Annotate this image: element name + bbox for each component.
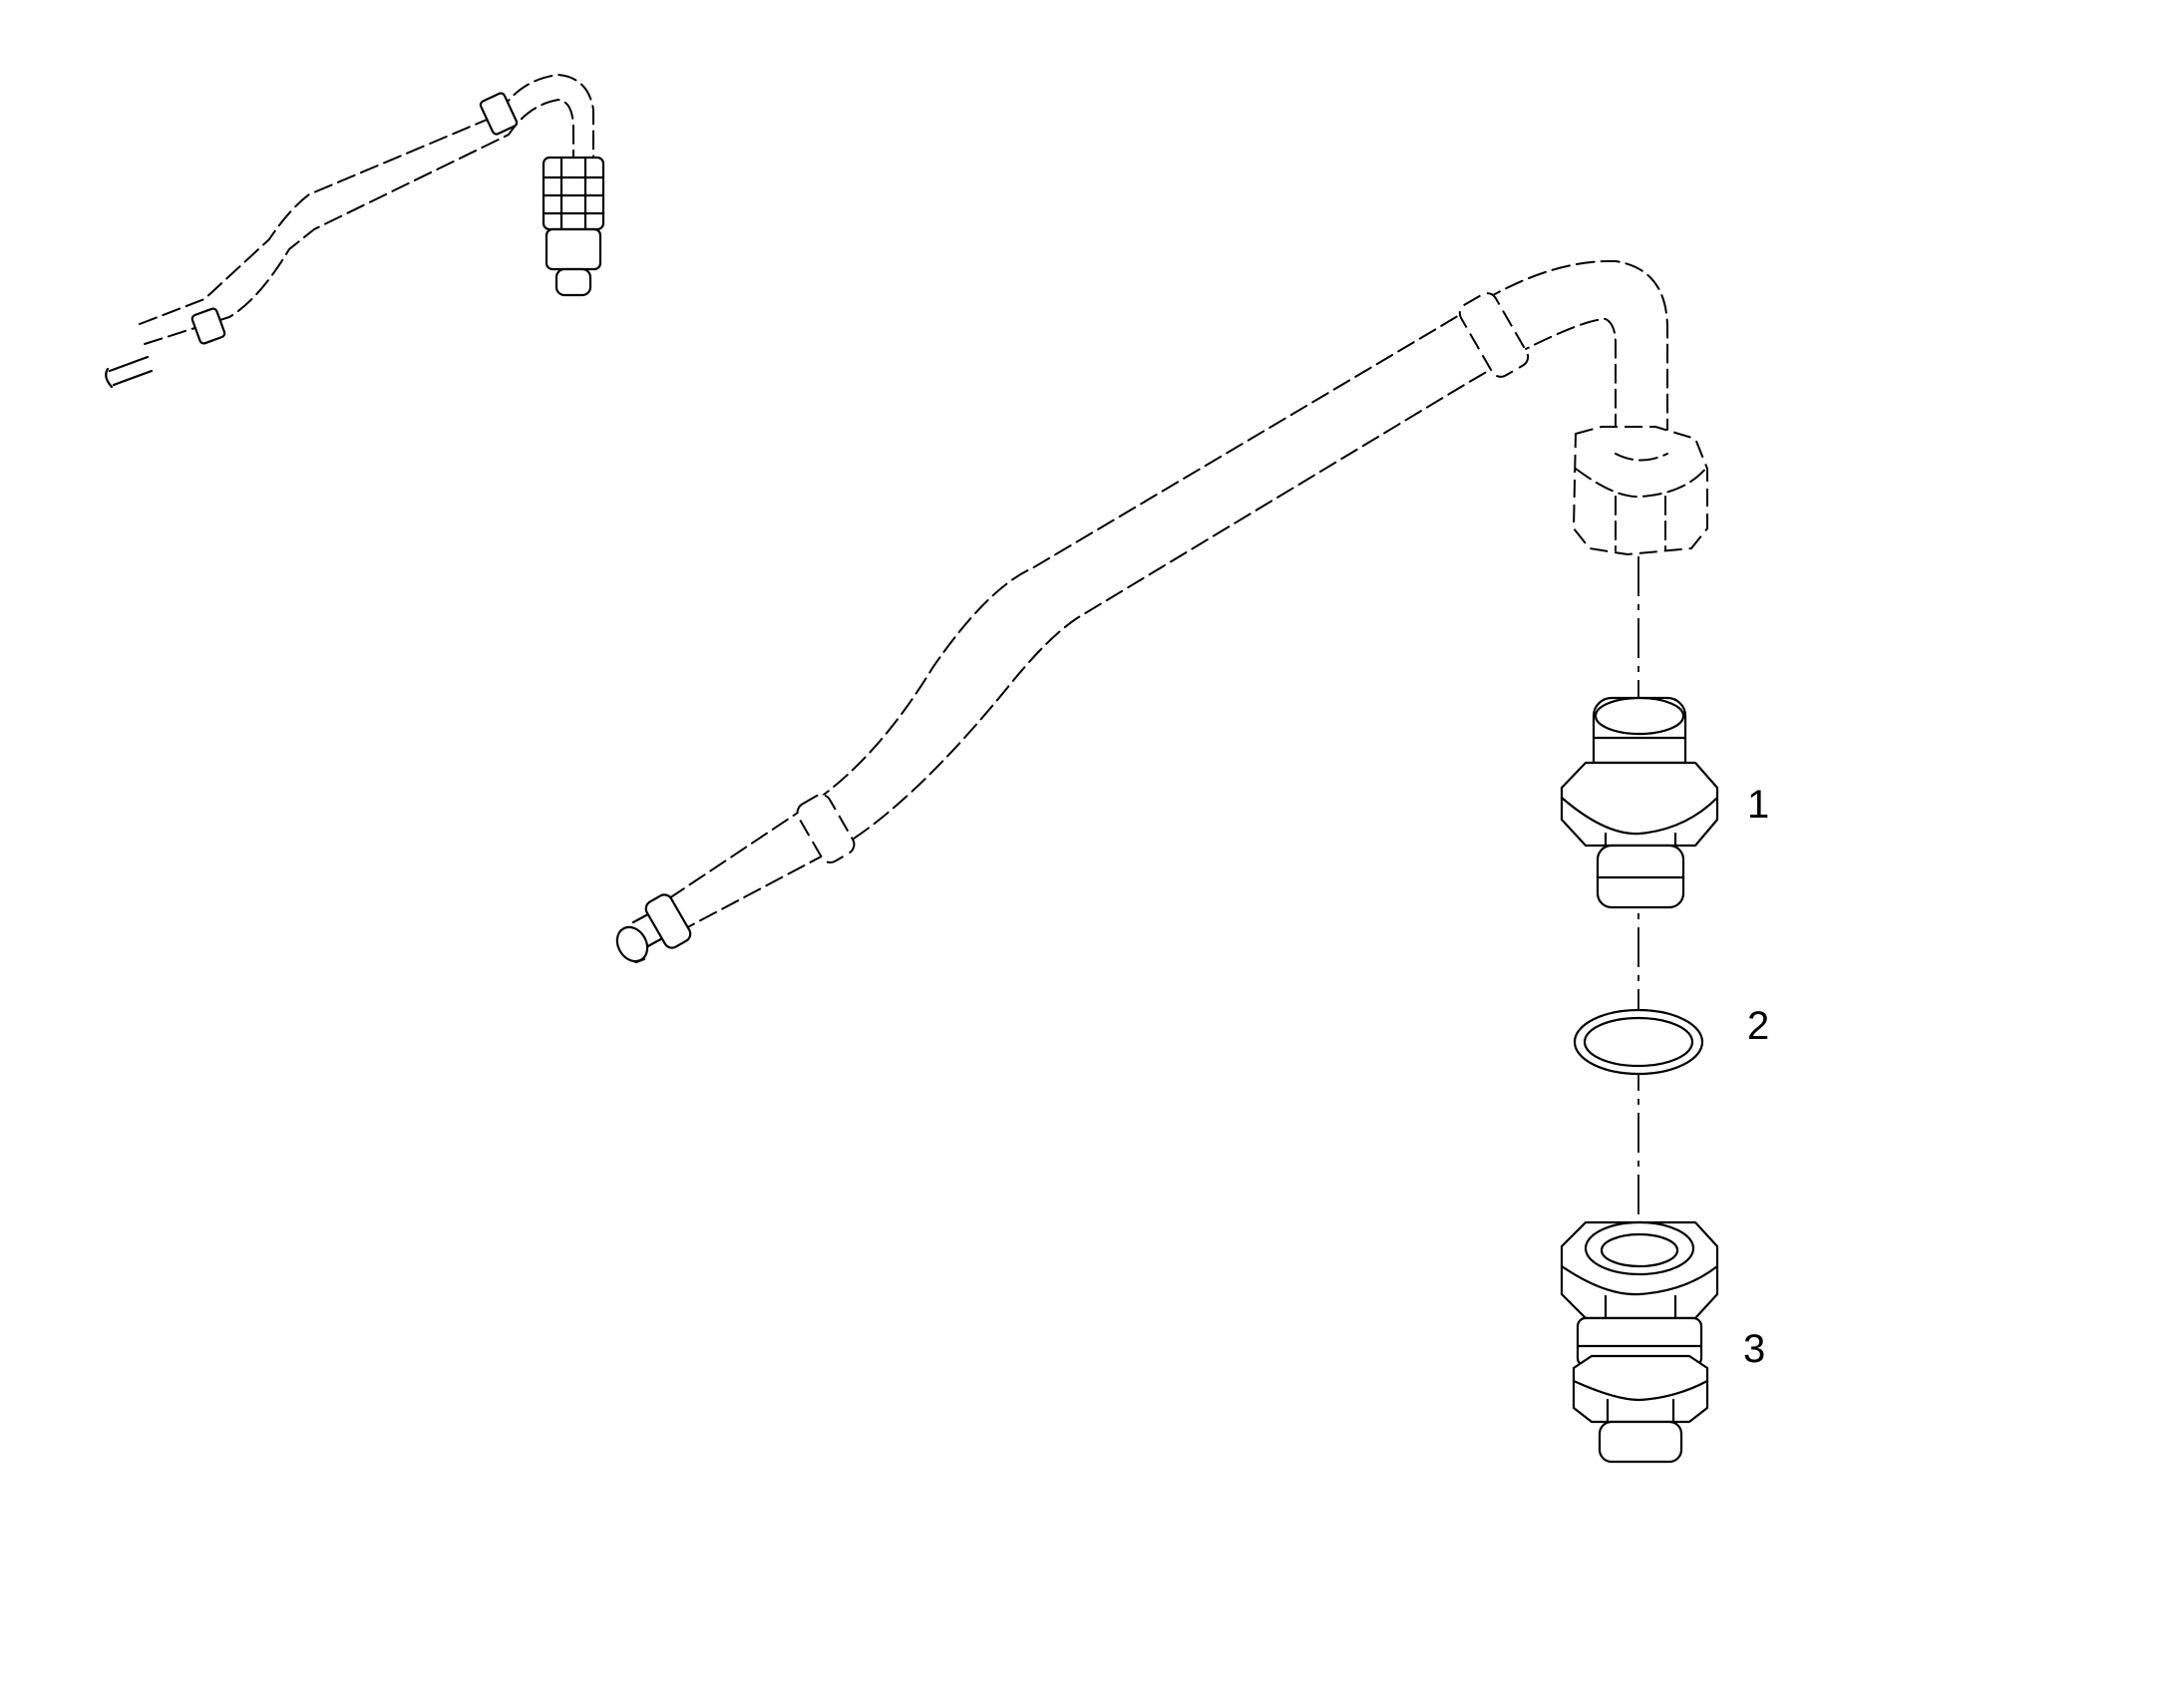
main-tube-assembly	[615, 259, 1708, 964]
main-tube-nut-flats	[1575, 466, 1708, 551]
main-tube-tip-collar	[644, 893, 692, 949]
hex-reducer-adapter-icon	[1560, 1220, 1719, 1464]
o-ring-seal-icon	[1573, 1008, 1704, 1076]
reference-fitting	[542, 156, 605, 297]
reducer-tip	[1598, 1420, 1683, 1464]
union-hex-flats	[1560, 796, 1719, 848]
reducer-top-opening-inner	[1600, 1232, 1679, 1268]
reference-tube-upper-edge	[139, 74, 594, 325]
main-tube-lower-edge	[677, 318, 1617, 933]
main-tube-tip-opening	[615, 925, 649, 963]
main-tube-nut	[1573, 426, 1708, 555]
reducer-top-hex-flats	[1560, 1264, 1719, 1320]
o-ring-inner	[1583, 1016, 1694, 1068]
main-tube-sleeve-upper	[1458, 292, 1530, 378]
reference-tube-sleeve-left	[190, 307, 226, 345]
main-tube-nut-bore	[1615, 453, 1668, 462]
reducer-bottom-hex-flats	[1572, 1379, 1709, 1424]
reference-fitting-collar	[545, 227, 602, 271]
main-tube-nut-body	[1573, 426, 1708, 555]
reference-tube-tip	[105, 355, 154, 389]
double-threaded-union-fitting-icon	[1560, 696, 1719, 909]
reference-tube-assembly	[105, 74, 605, 389]
callout-part-2: 2	[1747, 1004, 1769, 1048]
reference-fitting-tip	[554, 267, 592, 297]
reference-tube-lower-edge	[144, 99, 574, 345]
main-tube-upper-edge	[647, 259, 1668, 913]
callout-part-1: 1	[1747, 783, 1769, 827]
main-tube-sleeve-lower	[796, 794, 856, 863]
reference-fitting-nut	[542, 156, 605, 231]
callout-part-3: 3	[1743, 1327, 1765, 1371]
reference-tube-sleeve-right	[479, 92, 519, 136]
union-upper-end-face	[1594, 696, 1685, 736]
